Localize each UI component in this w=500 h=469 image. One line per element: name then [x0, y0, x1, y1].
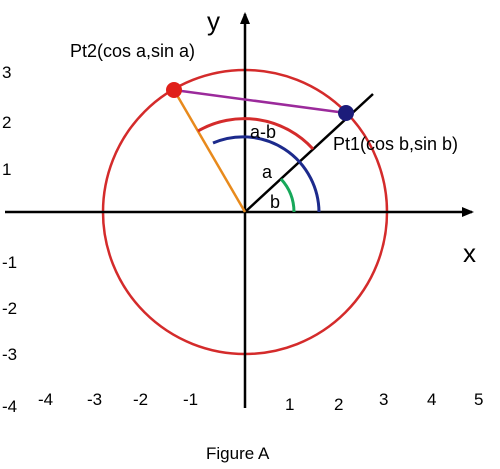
pt1-marker: [338, 105, 354, 121]
angle-arc-a-minus-b: [197, 117, 315, 151]
x-tick-label: 1: [285, 395, 294, 414]
x-tick-label: 4: [427, 390, 436, 409]
x-tick-label: 5: [474, 390, 483, 409]
x-tick-label: -4: [38, 390, 53, 409]
angle-arc-b: [279, 177, 296, 213]
angle-label-b: b: [270, 192, 280, 212]
pt2-label: Pt2(cos a,sin a): [70, 41, 195, 61]
pt1-label: Pt1(cos b,sin b): [333, 134, 458, 154]
x-tick-label: 3: [379, 390, 388, 409]
x-axis-label: x: [463, 238, 476, 268]
y-tick-labels: 3 2 1 -1 -2 -3 -4: [2, 63, 17, 416]
angle-label-a: a: [262, 162, 273, 182]
y-tick-label: -3: [2, 345, 17, 364]
y-tick-label: -4: [2, 397, 17, 416]
x-tick-labels: -4 -3 -2 -1 1 2 3 4 5: [38, 390, 483, 414]
pt2-marker: [166, 82, 182, 98]
y-tick-label: 1: [2, 160, 11, 179]
x-tick-label: 2: [334, 395, 343, 414]
chord-pt1-pt2: [173, 88, 347, 115]
figure-caption: Figure A: [206, 444, 270, 463]
y-axis-label: y: [207, 6, 220, 36]
pt2-ray: [172, 89, 247, 213]
angle-label-a-minus-b: a-b: [250, 122, 276, 142]
y-tick-label: 2: [2, 113, 11, 132]
x-tick-label: -2: [133, 390, 148, 409]
y-tick-label: -1: [2, 253, 17, 272]
x-tick-label: -1: [183, 390, 198, 409]
y-tick-label: 3: [2, 63, 11, 82]
angle-arc-a: [212, 135, 321, 213]
x-tick-label: -3: [87, 390, 102, 409]
y-tick-label: -2: [2, 299, 17, 318]
